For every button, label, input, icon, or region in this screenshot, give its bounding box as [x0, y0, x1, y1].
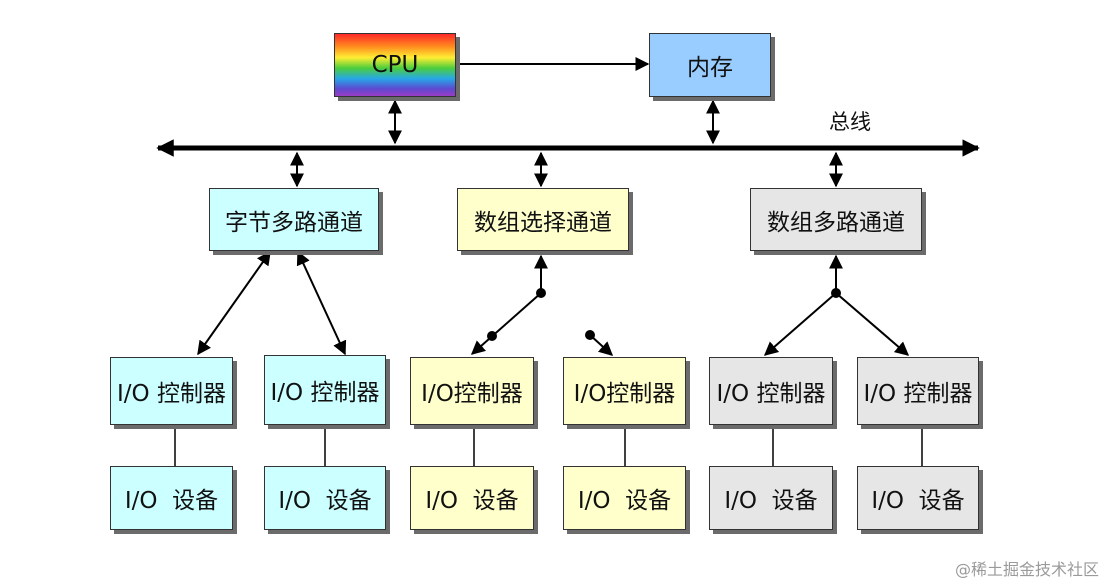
block-select-controller3-arrow — [470, 292, 542, 355]
io-controller-label: I/O 控制器 — [117, 381, 226, 407]
io-controller: I/O 控制器 — [110, 357, 233, 425]
io-device-label: I/O 设备 — [278, 488, 372, 514]
io-device: I/O 设备 — [563, 466, 686, 530]
io-device-label: I/O 设备 — [425, 488, 519, 514]
io-device-label: I/O 设备 — [577, 488, 672, 514]
memory-label: 内存 — [687, 55, 733, 81]
io-controller-label: I/O控制器 — [573, 381, 676, 407]
io-controller-label: I/O控制器 — [421, 381, 523, 407]
block-selector-channel-label: 数组选择通道 — [474, 209, 612, 236]
io-controller: I/O控制器 — [563, 357, 686, 425]
io-device-label: I/O 设备 — [124, 488, 219, 514]
byte-mux-controller2-arrow — [296, 250, 347, 356]
watermark: @稀土掘金技术社区 — [954, 560, 1099, 579]
io-device: I/O 设备 — [410, 466, 534, 530]
byte-multiplexer-channel-label: 字节多路通道 — [225, 209, 363, 236]
open-switch-arrow — [589, 334, 614, 356]
io-controller-label: I/O 控制器 — [716, 381, 826, 407]
io-controller: I/O控制器 — [410, 357, 534, 425]
memory-box: 内存 — [649, 33, 771, 97]
io-device: I/O 设备 — [264, 466, 386, 530]
io-device: I/O 设备 — [709, 466, 833, 530]
io-device: I/O 设备 — [110, 466, 233, 530]
io-controller: I/O 控制器 — [709, 357, 833, 425]
byte-multiplexer-channel: 字节多路通道 — [209, 188, 379, 251]
io-device-label: I/O 设备 — [724, 488, 818, 514]
cpu-box: CPU — [334, 33, 456, 97]
io-controller-label: I/O 控制器 — [270, 380, 380, 406]
io-controller-label: I/O 控制器 — [863, 381, 973, 407]
io-device: I/O 设备 — [857, 466, 979, 530]
block-mux-controller6-arrow — [835, 292, 910, 356]
block-multiplexer-channel-label: 数组多路通道 — [767, 209, 905, 236]
block-selector-channel: 数组选择通道 — [457, 188, 629, 251]
block-mux-controller5-arrow — [763, 292, 837, 356]
byte-mux-controller1-arrow — [197, 250, 271, 356]
io-controller: I/O 控制器 — [857, 357, 979, 425]
io-controller: I/O 控制器 — [264, 355, 386, 425]
io-device-label: I/O 设备 — [871, 488, 965, 514]
switch-contact-dot — [487, 331, 497, 341]
bus-label: 总线 — [829, 110, 871, 134]
cpu-label: CPU — [371, 52, 419, 78]
block-multiplexer-channel: 数组多路通道 — [750, 188, 922, 251]
